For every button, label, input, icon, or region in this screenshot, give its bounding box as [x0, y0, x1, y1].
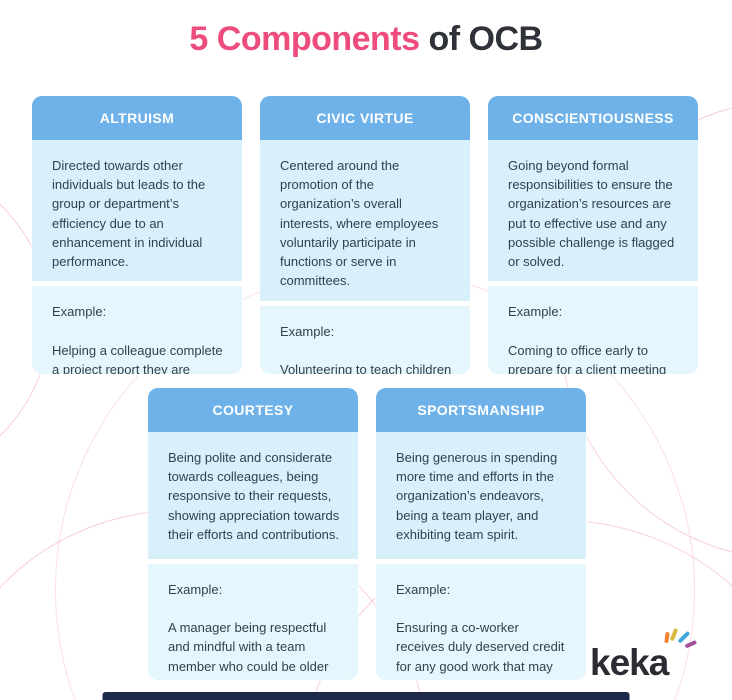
card-section-divider: [376, 559, 586, 564]
card-courtesy-example: Example: A manager being respectful and …: [148, 564, 358, 680]
card-section-divider: [488, 281, 698, 287]
card-civic-virtue-example: Example: Volunteering to teach children …: [260, 305, 470, 374]
page-title-highlight: 5 Components: [189, 20, 420, 58]
card-courtesy: COURTESY Being polite and considerate to…: [148, 388, 358, 680]
card-section-divider: [32, 281, 242, 287]
card-conscientiousness: CONSCIENTIOUSNESS Going beyond formal re…: [488, 96, 698, 374]
card-sportsmanship-example: Example: Ensuring a co-worker receives d…: [376, 564, 586, 680]
page-title-rest: of OCB: [419, 20, 543, 58]
keka-logo: keka: [590, 622, 697, 684]
card-altruism-description: Directed towards other individuals but l…: [32, 140, 242, 282]
example-label: Example:: [508, 304, 563, 320]
page-title: 5 Components of OCB: [0, 20, 732, 59]
card-sportsmanship-header: SPORTSMANSHIP: [376, 388, 586, 432]
card-conscientiousness-description: Going beyond formal responsibilities to …: [488, 140, 698, 282]
example-label: Example:: [52, 304, 107, 320]
card-civic-virtue-description: Centered around the promotion of the org…: [260, 140, 470, 301]
example-label: Example:: [280, 323, 335, 339]
example-label: Example:: [168, 582, 223, 597]
logo-spark-icon: [677, 630, 690, 644]
card-sportsmanship: SPORTSMANSHIP Being generous in spending…: [376, 388, 586, 680]
card-altruism-example: Example: Helping a colleague complete a …: [32, 286, 242, 374]
example-text: Coming to office early to prepare for a …: [508, 342, 667, 374]
card-altruism-header: ALTRUISM: [32, 96, 242, 140]
card-courtesy-header: COURTESY: [148, 388, 358, 432]
card-sportsmanship-description: Being generous in spending more time and…: [376, 432, 586, 559]
footer-bar: [102, 692, 630, 700]
card-altruism: ALTRUISM Directed towards other individu…: [32, 96, 242, 374]
logo-spark-icon: [669, 627, 678, 642]
example-text: Volunteering to teach children who don’t…: [280, 361, 452, 374]
example-label: Example:: [396, 582, 451, 597]
card-section-divider: [148, 559, 358, 564]
card-courtesy-description: Being polite and considerate towards col…: [148, 432, 358, 559]
example-text: Helping a colleague complete a project r…: [52, 342, 223, 374]
card-civic-virtue: CIVIC VIRTUE Centered around the promoti…: [260, 96, 470, 374]
keka-logo-text: keka: [590, 642, 669, 683]
card-section-divider: [260, 300, 470, 306]
card-civic-virtue-header: CIVIC VIRTUE: [260, 96, 470, 140]
example-text: A manager being respectful and mindful w…: [168, 620, 329, 680]
card-conscientiousness-header: CONSCIENTIOUSNESS: [488, 96, 698, 140]
card-conscientiousness-example: Example: Coming to office early to prepa…: [488, 286, 698, 374]
example-text: Ensuring a co-worker receives duly deser…: [396, 620, 565, 680]
